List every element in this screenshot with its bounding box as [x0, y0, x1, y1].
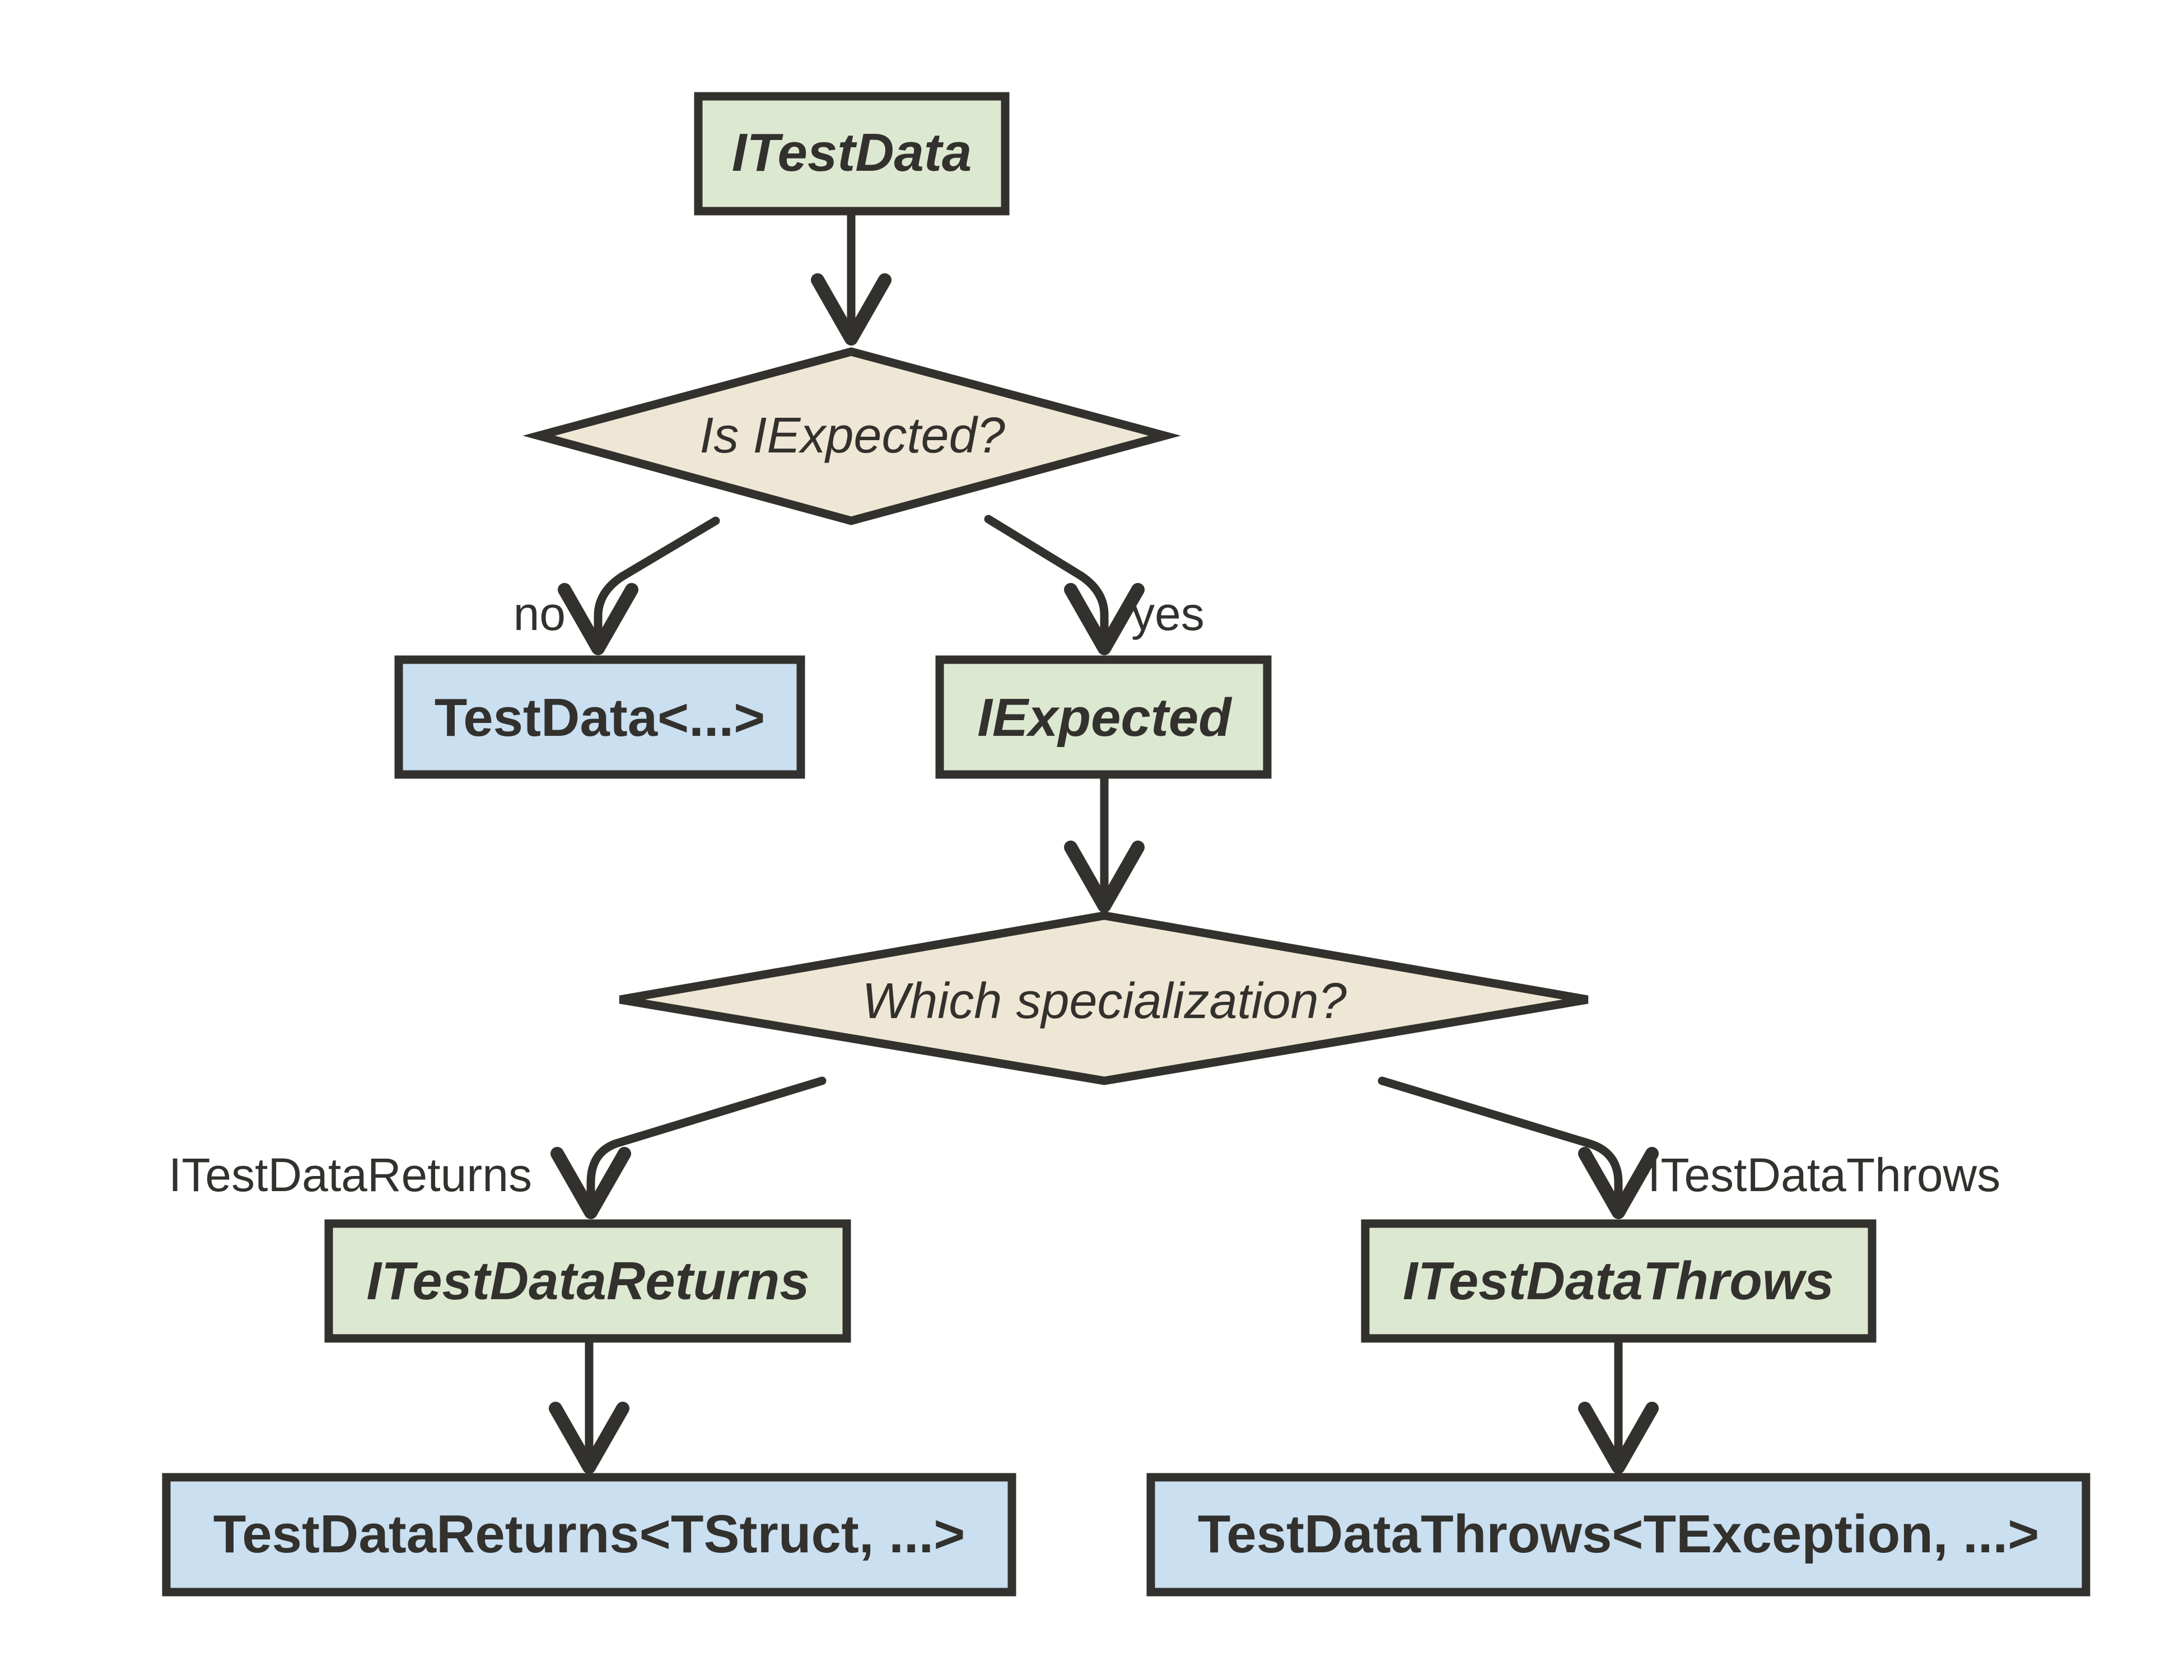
- node-which-specialization: Which specialization?: [619, 911, 1589, 1085]
- edge-no-to-testdata: [558, 516, 720, 655]
- node-is-iexpected: Is IExpected?: [522, 347, 1181, 525]
- node-itestdatathrows-box: [1361, 1219, 1877, 1343]
- edge-label-itestdatareturns: ITestDataReturns: [169, 1149, 532, 1201]
- edges: [549, 211, 1659, 1474]
- node-testdatathrows-box: [1146, 1473, 2090, 1597]
- node-itestdata-box: [694, 92, 1010, 216]
- node-itestdatareturns-label: ITestDataReturns: [366, 1251, 809, 1311]
- node-testdata: TestData<...>: [394, 655, 805, 779]
- node-iexpected-box: [935, 655, 1272, 779]
- node-iexpected: IExpected: [935, 655, 1272, 779]
- edge-returns-to-itestdatareturns: [550, 1076, 827, 1219]
- node-testdatareturns-box: [162, 1473, 1016, 1597]
- node-itestdata-label: ITestData: [732, 123, 972, 183]
- node-testdata-label: TestData<...>: [435, 688, 765, 748]
- node-itestdatathrows: ITestDataThrows: [1361, 1219, 1877, 1343]
- edge-label-yes: yes: [1131, 587, 1205, 640]
- node-testdata-box: [394, 655, 805, 779]
- edge-label-no: no: [514, 587, 566, 640]
- edge-label-itestdatathrows: ITestDataThrows: [1648, 1149, 2000, 1201]
- node-is-iexpected-diamond: [522, 347, 1181, 525]
- node-testdatathrows-label: TestDataThrows<TException, ...>: [1198, 1504, 2040, 1564]
- node-itestdatareturns-box: [324, 1219, 851, 1343]
- node-which-specialization-label: Which specialization?: [862, 973, 1346, 1029]
- node-which-specialization-diamond: [619, 911, 1589, 1085]
- node-itestdatareturns: ITestDataReturns: [324, 1219, 851, 1343]
- edge-throws-to-itestdatathrows: [1378, 1076, 1659, 1219]
- node-testdatathrows: TestDataThrows<TException, ...>: [1146, 1473, 2090, 1597]
- node-testdatareturns: TestDataReturns<TStruct, ...>: [162, 1473, 1016, 1597]
- node-itestdata: ITestData: [694, 92, 1010, 216]
- node-testdatareturns-label: TestDataReturns<TStruct, ...>: [213, 1504, 965, 1564]
- node-itestdatathrows-label: ITestDataThrows: [1403, 1251, 1834, 1311]
- node-iexpected-label: IExpected: [977, 688, 1233, 748]
- node-is-iexpected-label: Is IExpected?: [699, 408, 1005, 464]
- edge-yes-to-iexpected: [984, 515, 1145, 655]
- edge-labels: no yes ITestDataReturns ITestDataThrows: [169, 587, 2000, 1201]
